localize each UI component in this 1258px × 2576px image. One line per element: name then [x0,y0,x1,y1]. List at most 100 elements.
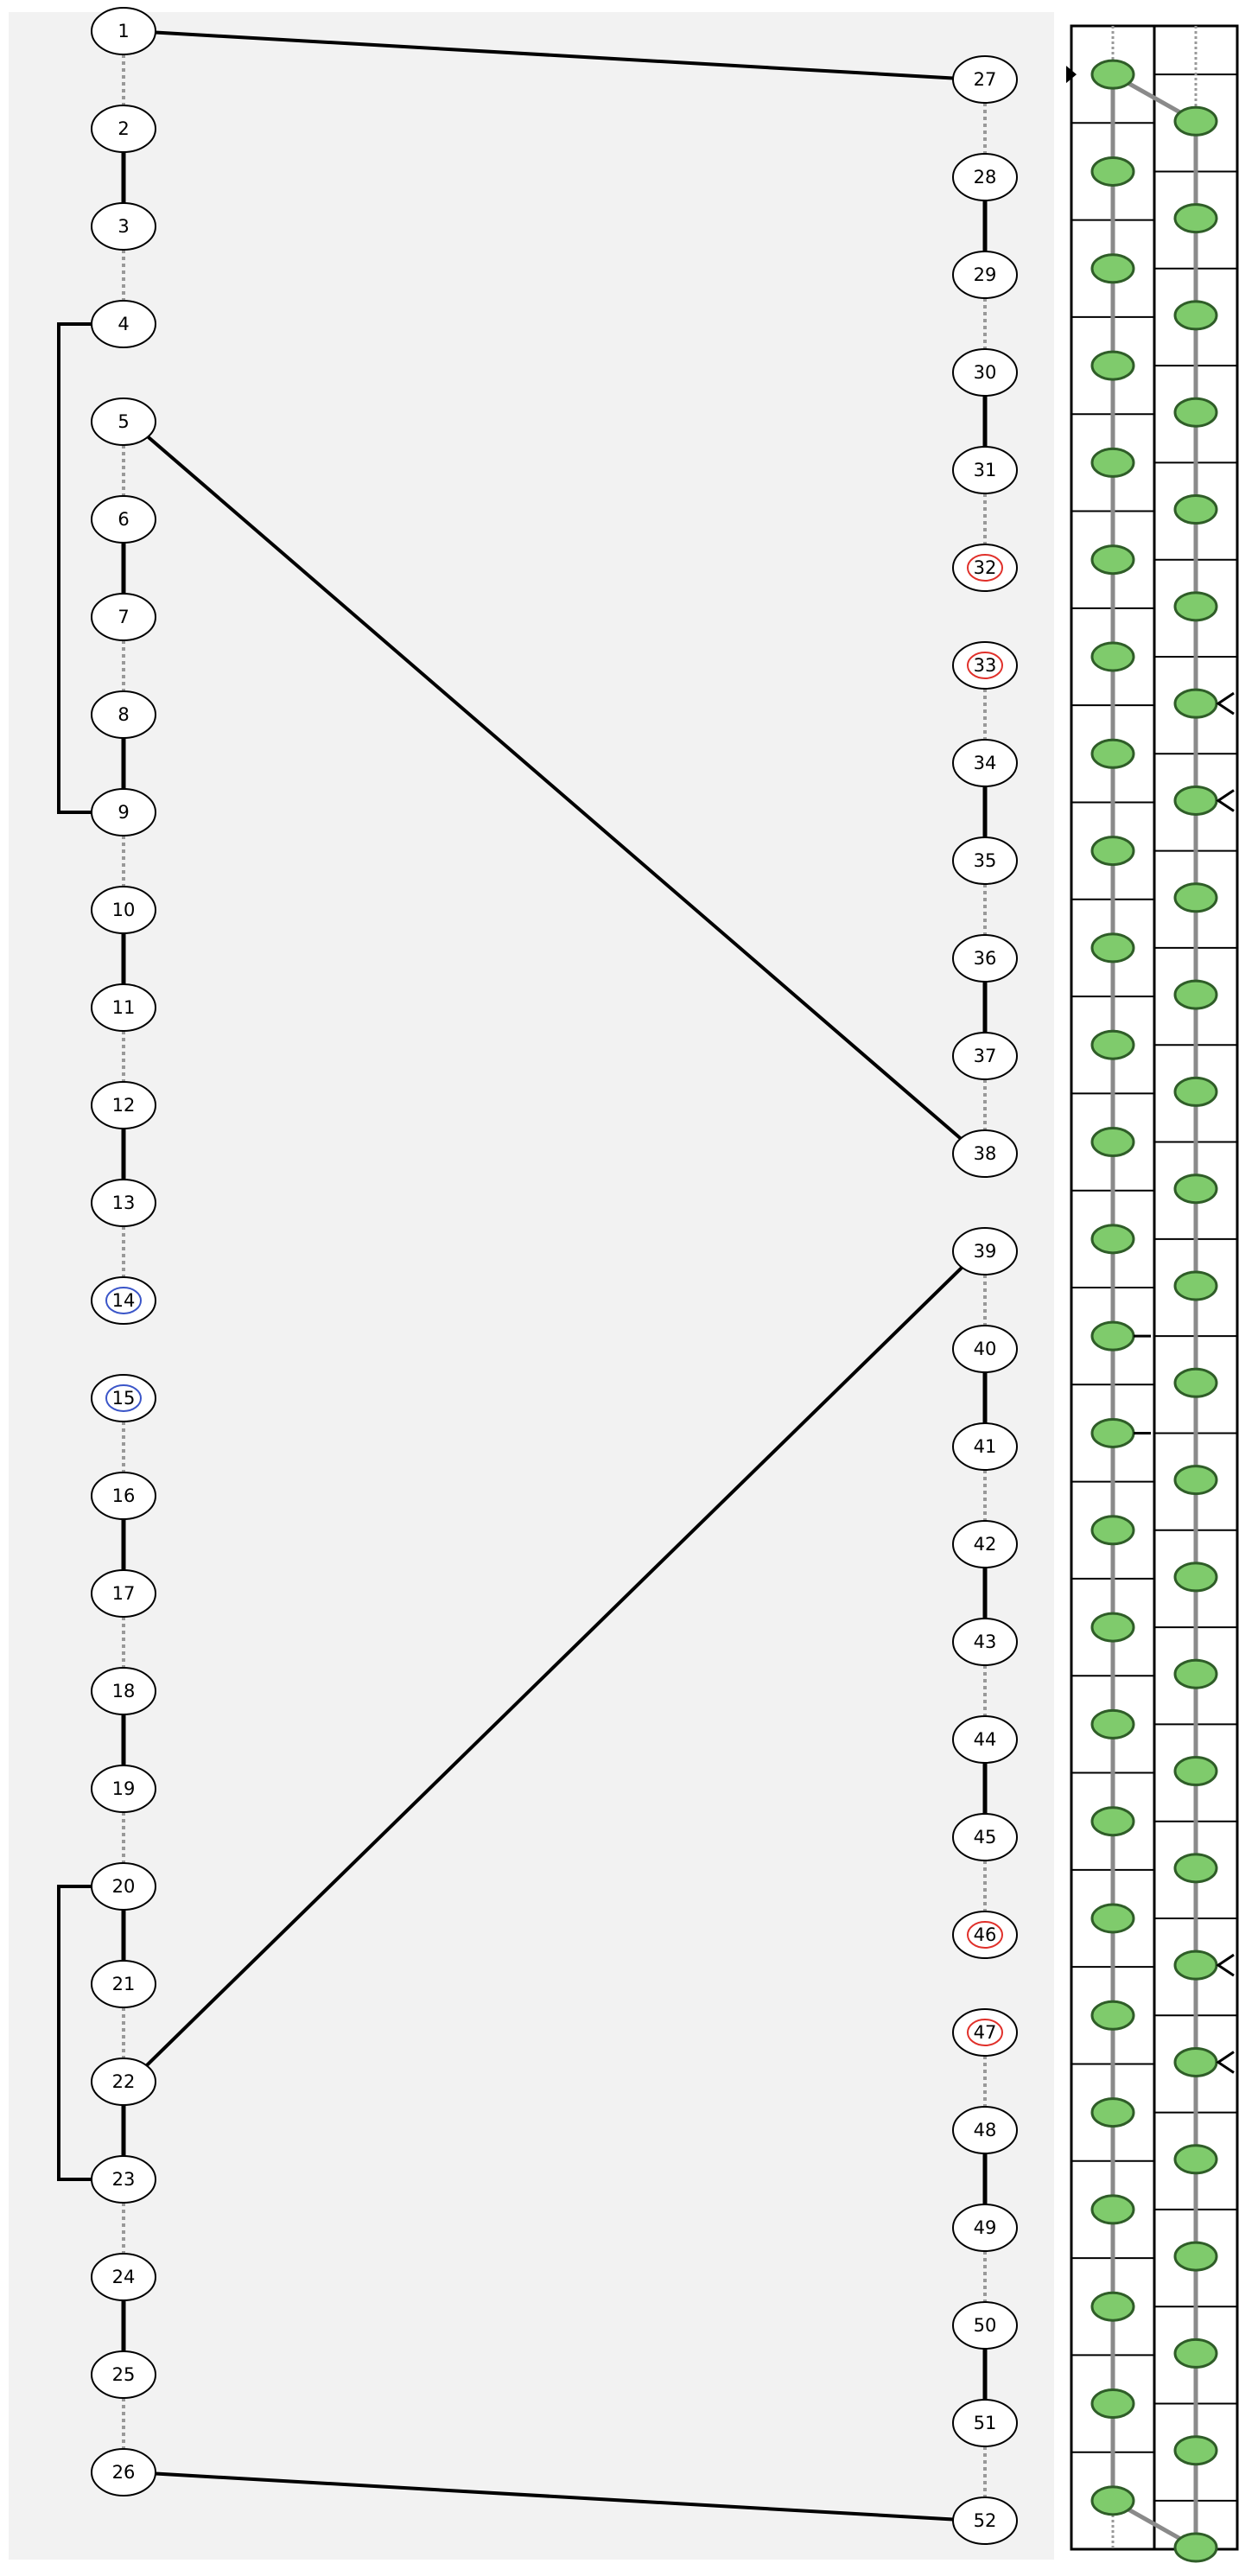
node-2[interactable]: 2 [91,105,156,153]
node-label: 23 [112,2169,136,2190]
node-label: 13 [112,1193,136,1213]
node-1[interactable]: 1 [91,7,156,55]
node-11[interactable]: 11 [91,983,156,1032]
right-marker [1173,300,1218,331]
node-38[interactable]: 38 [952,1129,1018,1178]
node-ellipse [91,2253,156,2301]
node-17[interactable]: 17 [91,1569,156,1618]
left-marker [1090,2291,1135,2322]
node-47[interactable]: 47 [952,2008,1018,2057]
node-10[interactable]: 10 [91,886,156,934]
node-label: 27 [974,69,997,90]
node-ellipse [952,153,1018,201]
node-39[interactable]: 39 [952,1227,1018,1275]
node-label: 10 [112,900,136,920]
node-ellipse [91,886,156,934]
node-19[interactable]: 19 [91,1765,156,1813]
node-8[interactable]: 8 [91,690,156,739]
node-ellipse [91,1862,156,1911]
right-marker [1173,1756,1218,1787]
node-43[interactable]: 43 [952,1618,1018,1666]
node-14[interactable]: 14 [91,1276,156,1325]
node-33[interactable]: 33 [952,641,1018,690]
node-48[interactable]: 48 [952,2106,1018,2154]
link-layer [57,30,988,2522]
node-ellipse [952,641,1018,690]
right-marker [1173,2532,1218,2563]
node-23[interactable]: 23 [91,2155,156,2204]
node-9[interactable]: 9 [91,788,156,836]
node-label: 40 [974,1339,997,1359]
node-label: 14 [112,1290,136,1311]
node-26[interactable]: 26 [91,2448,156,2496]
node-label: 50 [974,2315,997,2336]
node-49[interactable]: 49 [952,2204,1018,2252]
node-label: 26 [112,2462,136,2483]
node-18[interactable]: 18 [91,1667,156,1715]
node-46[interactable]: 46 [952,1911,1018,1959]
right-marker [1173,2435,1218,2466]
node-45[interactable]: 45 [952,1813,1018,1861]
node-28[interactable]: 28 [952,153,1018,201]
diagram-panel [9,12,1054,2560]
right-marker [1173,1853,1218,1884]
node-ellipse [91,690,156,739]
node-44[interactable]: 44 [952,1715,1018,1764]
node-35[interactable]: 35 [952,836,1018,885]
left-marker [1090,641,1135,672]
node-22[interactable]: 22 [91,2058,156,2106]
chevron-left-icon [1216,1953,1235,1977]
node-13[interactable]: 13 [91,1179,156,1227]
node-ellipse [91,1472,156,1520]
cross-link-22-39 [145,1266,963,2067]
right-marker [1173,591,1218,622]
node-25[interactable]: 25 [91,2350,156,2399]
left-marker [1090,1806,1135,1837]
node-27[interactable]: 27 [952,55,1018,104]
right-marker [1173,1949,1218,1981]
right-marker [1173,105,1218,137]
node-ellipse [91,593,156,641]
node-32[interactable]: 32 [952,544,1018,592]
node-16[interactable]: 16 [91,1472,156,1520]
node-ellipse [952,836,1018,885]
node-20[interactable]: 20 [91,1862,156,1911]
node-3[interactable]: 3 [91,202,156,251]
node-36[interactable]: 36 [952,934,1018,983]
node-ellipse [91,495,156,544]
node-7[interactable]: 7 [91,593,156,641]
node-52[interactable]: 52 [952,2496,1018,2545]
node-12[interactable]: 12 [91,1081,156,1129]
node-label: 47 [974,2022,997,2043]
node-ellipse [91,1081,156,1129]
node-30[interactable]: 30 [952,348,1018,397]
node-5[interactable]: 5 [91,398,156,446]
node-37[interactable]: 37 [952,1032,1018,1080]
node-6[interactable]: 6 [91,495,156,544]
node-29[interactable]: 29 [952,251,1018,299]
left-marker [1090,447,1135,478]
node-41[interactable]: 41 [952,1422,1018,1471]
node-40[interactable]: 40 [952,1325,1018,1373]
node-42[interactable]: 42 [952,1520,1018,1568]
node-label: 29 [974,264,997,285]
node-21[interactable]: 21 [91,1960,156,2008]
node-51[interactable]: 51 [952,2399,1018,2447]
node-ellipse [91,2350,156,2399]
right-marker [1173,1270,1218,1301]
node-34[interactable]: 34 [952,739,1018,787]
right-marker [1173,1076,1218,1107]
left-marker [1090,59,1135,90]
chevron-left-icon [1216,2051,1235,2074]
node-24[interactable]: 24 [91,2253,156,2301]
node-50[interactable]: 50 [952,2301,1018,2350]
node-label: 33 [974,655,997,676]
node-15[interactable]: 15 [91,1374,156,1422]
node-ellipse [91,1276,156,1325]
node-label: 46 [974,1924,997,1945]
node-label: 9 [118,802,129,823]
node-4[interactable]: 4 [91,300,156,348]
node-ellipse [952,544,1018,592]
left-marker [1090,544,1135,576]
node-31[interactable]: 31 [952,446,1018,494]
